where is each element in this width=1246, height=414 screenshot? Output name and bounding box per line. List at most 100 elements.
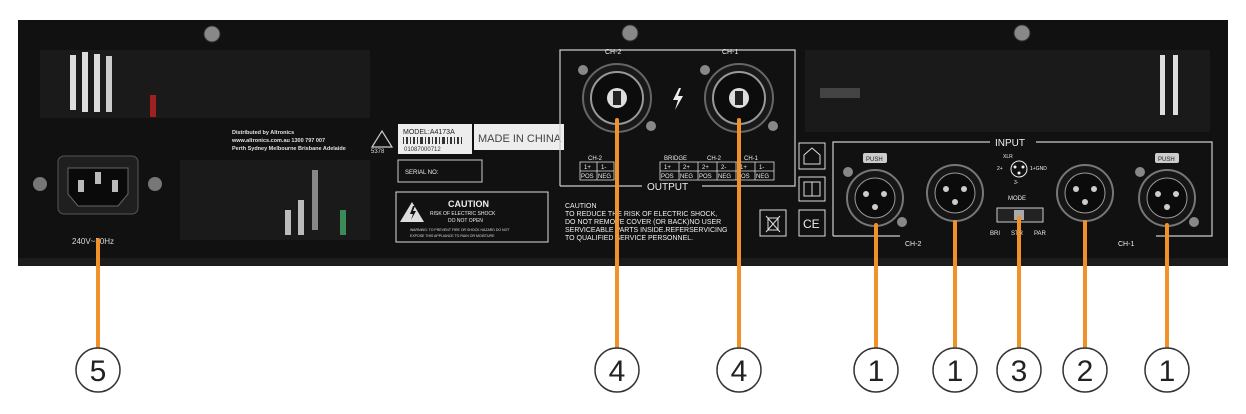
screw-icon bbox=[700, 65, 710, 75]
vent-slot bbox=[106, 56, 112, 112]
screw-icon bbox=[203, 25, 221, 43]
pin-table-cell: 2- bbox=[721, 165, 726, 171]
callout-number: 5 bbox=[90, 355, 107, 388]
vent-slot bbox=[70, 55, 76, 110]
callout-markers: 5 4 4 1 1 3 2 1 bbox=[75, 347, 1190, 393]
lightning-bolt-glyph bbox=[410, 206, 416, 220]
screw-icon bbox=[1135, 167, 1145, 177]
screw-icon bbox=[621, 24, 639, 42]
home-indoor-use-icon bbox=[803, 147, 821, 165]
top-screws bbox=[203, 24, 1031, 43]
output-ch1-label: CH-1 bbox=[722, 49, 738, 56]
speakon-key bbox=[735, 91, 743, 105]
vent-slot bbox=[1160, 55, 1165, 115]
screw-icon bbox=[1013, 24, 1031, 42]
callout-number: 1 bbox=[868, 355, 885, 388]
xlr-male-ch2[interactable] bbox=[926, 164, 984, 222]
approval-number: 5378 bbox=[371, 149, 385, 155]
screw-icon bbox=[646, 121, 656, 131]
input-ch1-label: CH-1 bbox=[1118, 241, 1134, 248]
callout-circle bbox=[1144, 347, 1190, 393]
distributor-line: www.altronics.com.au 1300 797 007 bbox=[231, 138, 325, 144]
ac-inlet-label: 240V~50Hz bbox=[72, 237, 114, 246]
input-section: INPUT CH-2 CH-1 PUSH XLR 2+ 1+GND 3- bbox=[832, 134, 1213, 248]
vent-left bbox=[40, 50, 370, 240]
callout-number: 1 bbox=[1159, 355, 1176, 388]
input-title: INPUT bbox=[995, 138, 1025, 149]
pin-table-cell: NEG bbox=[718, 174, 731, 180]
distributor-block: Distributed by Altronics www.altronics.c… bbox=[231, 130, 346, 152]
speakon-ch1[interactable] bbox=[700, 63, 778, 133]
screw-icon bbox=[768, 121, 778, 131]
vent-slot bbox=[1173, 55, 1178, 115]
xlr-pin-label: 2+ bbox=[997, 166, 1003, 172]
distributor-line: Perth Sydney Melbourne Brisbane Adelaide bbox=[232, 146, 346, 152]
ac-inlet[interactable] bbox=[33, 155, 162, 215]
speakon-key bbox=[613, 91, 621, 105]
service-text-line: SERVICEABLE PARTS INSIDE.REFERSERVICING bbox=[565, 227, 727, 234]
xlr-female-ch2[interactable]: PUSH bbox=[843, 153, 907, 227]
pin-table-cell: NEG bbox=[598, 174, 611, 180]
vent-slot bbox=[285, 210, 291, 235]
caution-label bbox=[395, 191, 549, 243]
pin-table-head: BRIDGE bbox=[664, 156, 687, 162]
xlr-body bbox=[1064, 172, 1106, 214]
xlr-male-ch1[interactable] bbox=[1056, 164, 1114, 222]
ac-pin bbox=[112, 180, 118, 192]
mode-switch-knob[interactable] bbox=[1014, 210, 1024, 220]
service-text-line: TO QUALIFIED SERVICE PERSONNEL. bbox=[565, 235, 693, 242]
service-text-line: DO NOT REMOVE COVER (OR BACK)NO USER bbox=[565, 219, 721, 226]
callout-circle bbox=[932, 347, 978, 393]
caution-title: CAUTION bbox=[448, 199, 489, 209]
pin-table-cell: POS bbox=[737, 174, 750, 180]
ac-pin bbox=[95, 172, 101, 184]
screw-icon bbox=[578, 65, 588, 75]
distributor-line: Distributed by Altronics bbox=[232, 130, 294, 136]
approval-triangle-icon bbox=[370, 129, 394, 148]
screw-icon bbox=[1189, 217, 1199, 227]
xlr-pin-label: 3- bbox=[1014, 180, 1019, 186]
pin-table-cell: 1- bbox=[759, 165, 764, 171]
vent-slot bbox=[40, 50, 370, 118]
push-label: PUSH bbox=[1158, 157, 1175, 163]
speakon-ch2[interactable] bbox=[578, 63, 656, 133]
output-ch2-label: CH-2 bbox=[605, 49, 621, 56]
service-caution-text: CAUTION TO REDUCE THE RISK OF ELECTRIC S… bbox=[565, 203, 727, 242]
callout-number: 4 bbox=[609, 355, 626, 388]
vent-slot bbox=[94, 54, 100, 112]
serial-label: SERIAL NO: bbox=[405, 170, 439, 176]
callout-number: 1 bbox=[947, 355, 964, 388]
vent-slot bbox=[298, 200, 304, 235]
pin-table-cell: 2+ bbox=[683, 165, 690, 171]
vent-slot bbox=[150, 95, 156, 117]
symbol-icons bbox=[759, 142, 826, 237]
vent-slot bbox=[805, 50, 1210, 132]
lightning-icon bbox=[673, 88, 683, 110]
push-latch[interactable] bbox=[1155, 153, 1179, 163]
ac-pin bbox=[78, 180, 84, 192]
pin-table-head: CH-2 bbox=[588, 156, 603, 162]
service-text-line: CAUTION bbox=[565, 203, 597, 210]
weee-bin-icon bbox=[765, 215, 781, 233]
pin-table-cell: POS bbox=[699, 174, 712, 180]
caution-warning-line: WARNING: TO PREVENT FIRE OR SHOCK HAZARD… bbox=[410, 228, 510, 232]
ce-mark: CE bbox=[803, 217, 820, 231]
mode-option: BRI bbox=[990, 231, 1000, 237]
pin-table-cell: 1+ bbox=[664, 165, 671, 171]
xlr-pinout-diagram: XLR 2+ 1+GND 3- bbox=[997, 154, 1047, 186]
barcode-number: 01087000712 bbox=[404, 147, 441, 153]
pin-table-head: CH-1 bbox=[744, 156, 759, 162]
pin-table-cell: POS bbox=[661, 174, 674, 180]
push-latch[interactable] bbox=[863, 153, 887, 163]
output-frame bbox=[559, 49, 796, 187]
callout-circle bbox=[1062, 347, 1108, 393]
push-label: PUSH bbox=[866, 157, 883, 163]
mode-option: PAR bbox=[1034, 231, 1047, 237]
input-title-bg bbox=[990, 134, 1036, 148]
screw-icon bbox=[897, 217, 907, 227]
vent-slot bbox=[180, 160, 370, 240]
service-text-line: TO REDUCE THE RISK OF ELECTRIC SHOCK, bbox=[565, 211, 717, 218]
vent-slot bbox=[340, 210, 346, 235]
manual-book-icon bbox=[798, 176, 826, 202]
